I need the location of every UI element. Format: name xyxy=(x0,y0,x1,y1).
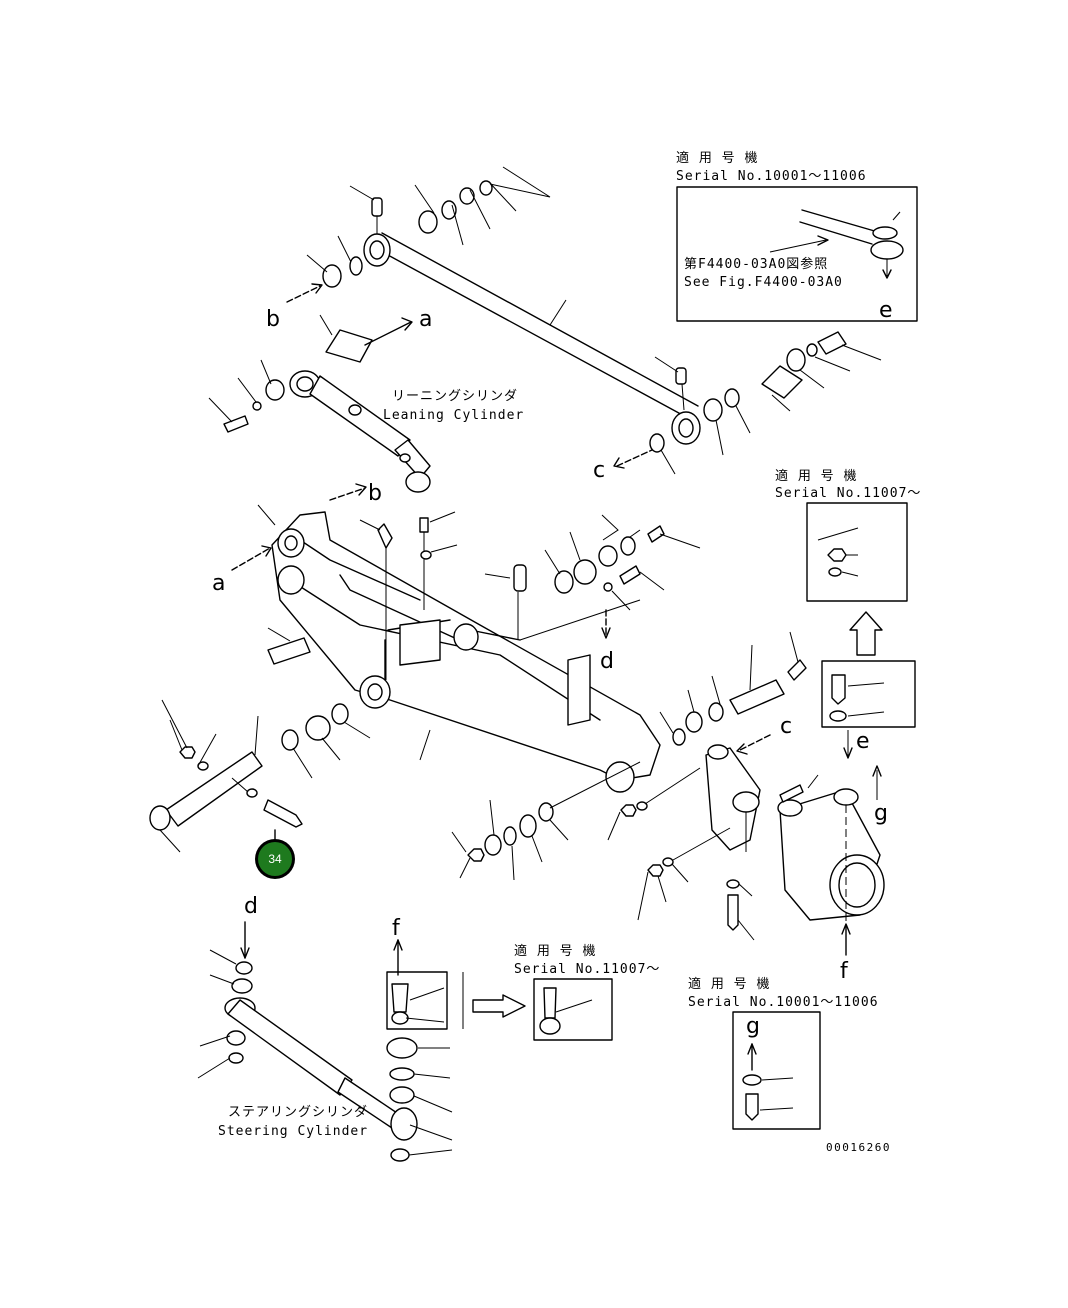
letter-a-top: a xyxy=(419,307,432,332)
left-pivot-pin: 34 d xyxy=(149,699,303,959)
grease-fitting-icon xyxy=(371,197,383,217)
inset-top-header-serial: Serial No.10001〜11006 xyxy=(676,169,867,184)
inset-bottom-center-header-jp: 適 用 号 機 xyxy=(514,943,596,959)
letter-c-right: c xyxy=(780,714,792,739)
nut-icon xyxy=(827,548,847,562)
inset-top-header-jp: 適 用 号 機 xyxy=(676,150,758,166)
inset-top-frame xyxy=(676,186,918,322)
center-fittings: d xyxy=(359,511,701,680)
letter-f-right: f xyxy=(840,959,849,984)
bushing xyxy=(513,564,527,592)
upper-link-left-eye xyxy=(363,233,391,267)
king-pin xyxy=(391,983,409,1013)
grease-fitting-icon xyxy=(675,367,687,385)
inset-top-arm xyxy=(799,209,879,245)
inset-serial-10001-11006-bottom: 適 用 号 機 Serial No.10001〜11006 g xyxy=(688,976,879,1130)
bolt-icon xyxy=(831,674,846,705)
letter-g-right: g xyxy=(874,801,888,826)
steering-cylinder-label-jp: ステアリングシリンダ xyxy=(228,1105,368,1120)
grease-fitting-icon xyxy=(377,523,393,549)
callout-badge-34[interactable]: 34 xyxy=(255,839,295,879)
nut-icon xyxy=(467,848,485,862)
bushing xyxy=(418,210,438,234)
king-pin xyxy=(543,987,557,1019)
inset-top-ref-jp: 第F4400-03A0図参照 xyxy=(684,256,828,272)
letter-d-center: d xyxy=(600,649,614,674)
right-arrow-icon xyxy=(472,994,526,1018)
pin xyxy=(325,329,373,363)
bolt-icon xyxy=(263,799,303,828)
bolt-icon xyxy=(745,1093,759,1121)
upper-link-rod: b a xyxy=(266,166,701,445)
inset-serial-10001-11006-top: 適 用 号 機 Serial No.10001〜11006 第F4400-03A… xyxy=(676,150,918,323)
inset-top-washer xyxy=(872,226,898,240)
steering-knuckle: c e g f xyxy=(607,631,888,984)
grease-fitting-icon xyxy=(619,565,641,585)
grease-fitting-icon xyxy=(787,659,807,681)
leaning-cylinder-label-en: Leaning Cylinder xyxy=(383,408,524,423)
leaning-cylinder-label-jp: リーニングシリンダ xyxy=(392,389,518,404)
pin xyxy=(761,365,803,399)
bolt-icon xyxy=(727,894,739,931)
inset-top-ref-en: See Fig.F4400-03A0 xyxy=(684,275,843,290)
bolt-icon xyxy=(779,784,804,803)
nut-icon xyxy=(179,746,196,759)
lower-center-pin-set xyxy=(281,703,641,881)
bottom-center-pin-parts: f xyxy=(386,916,526,1162)
upper-link-right-parts: c xyxy=(593,331,882,483)
up-arrow-icon xyxy=(849,611,883,656)
callout-badge-number: 34 xyxy=(268,852,282,866)
inset-mid-header-jp: 適 用 号 機 xyxy=(775,468,857,484)
letter-b-mid: b xyxy=(368,481,382,506)
inset-serial-11007-bottom: 適 用 号 機 Serial No.11007〜 xyxy=(514,943,660,1041)
nut-icon xyxy=(647,864,664,877)
inset-bottom-center-header-serial: Serial No.11007〜 xyxy=(514,962,660,977)
upper-link-right-eye xyxy=(671,411,701,445)
inset-bottom-left-frame xyxy=(386,971,448,1030)
pivot-pin xyxy=(165,751,263,827)
letter-f-bottom: f xyxy=(392,916,401,941)
inset-bottom-right-letter-g: g xyxy=(746,1014,760,1039)
bolt-icon xyxy=(223,415,249,433)
inset-mid-header-serial: Serial No.11007〜 xyxy=(775,486,921,501)
leaning-cylinder: リーニングシリンダ Leaning Cylinder b xyxy=(208,359,524,506)
steering-cylinder-label-en: Steering Cylinder xyxy=(218,1124,368,1139)
inset-bottom-center-frame xyxy=(533,978,613,1041)
inset-bottom-right-frame xyxy=(732,1011,821,1130)
letter-d-left: d xyxy=(244,894,258,919)
inset-mid-frame xyxy=(806,502,908,602)
grease-fitting-icon xyxy=(647,525,665,543)
inset-serial-11007-mid: 適 用 号 機 Serial No.11007〜 xyxy=(775,468,921,728)
letter-c-top: c xyxy=(593,458,605,483)
steering-cylinder: ステアリングシリンダ Steering Cylinder xyxy=(197,949,418,1141)
inset-top-letter-e: e xyxy=(879,298,893,323)
nut-icon xyxy=(620,804,637,817)
pin xyxy=(267,637,311,665)
drawing-number: 00016260 xyxy=(826,1141,891,1154)
front-axle-frame: a xyxy=(212,504,661,793)
letter-b-left: b xyxy=(266,307,280,332)
inset-mid-lower-frame xyxy=(821,660,916,728)
letter-e-right: e xyxy=(856,729,870,754)
letter-a-left: a xyxy=(212,571,225,596)
inset-bottom-right-header-serial: Serial No.10001〜11006 xyxy=(688,995,879,1010)
inset-bottom-right-header-jp: 適 用 号 機 xyxy=(688,976,770,992)
bolt-icon xyxy=(817,331,847,355)
king-pin xyxy=(729,679,785,715)
inset-top-eye xyxy=(870,240,904,260)
